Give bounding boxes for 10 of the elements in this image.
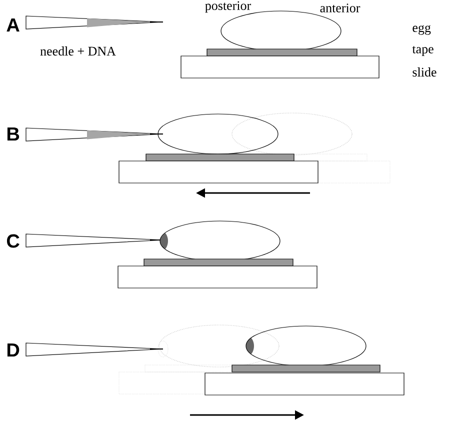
part-label: slide [412,67,436,77]
panel-letter: A [6,18,20,32]
panel-letter: C [6,234,20,248]
part-label: tape [412,46,434,56]
part-label: posterior [205,1,251,13]
panel-letter: D [7,343,20,357]
panel-letter: B [7,127,20,141]
part-label: egg [412,25,431,35]
part-label: needle + DNA [40,46,116,56]
part-label: anterior [320,4,360,12]
